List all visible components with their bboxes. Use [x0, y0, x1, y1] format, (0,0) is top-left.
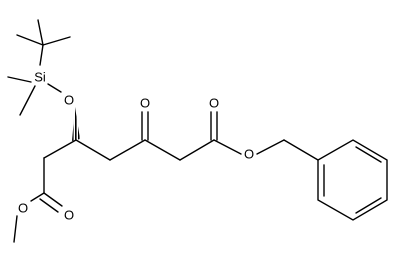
bond-o-methyl [13, 215, 18, 243]
bond-c1-carbonyl-o-b [39, 198, 59, 213]
atom-label-si: Si [34, 70, 46, 85]
bond-o-ch2 [256, 139, 285, 155]
bond-tbu-si [39, 44, 44, 66]
hashed-wedge-bond-o-c3 [72, 107, 80, 141]
bond-c1-omethyl-o [30, 192, 45, 202]
bond-tbu-methyl-3 [42, 36, 71, 46]
benzene-double-bond-2 [355, 197, 382, 214]
atom-label-ester-carbonyl-o-right: O [209, 96, 219, 111]
bond-c7-alkoxy-o [213, 139, 242, 155]
bond-c6-c7 [179, 139, 215, 161]
bond-c3-c2 [43, 139, 77, 159]
bond-si-methyl-1 [7, 76, 32, 83]
bond-si-methyl-2 [19, 85, 36, 116]
atom-label-ester-alkoxy-o-left: O [18, 201, 28, 216]
bond-c3-c4 [75, 139, 111, 161]
benzene-double-bond-3 [355, 146, 382, 163]
bond-si-o [47, 83, 62, 93]
atom-label-ether-o: O [64, 93, 74, 108]
bond-c5-c6 [144, 139, 181, 161]
atom-label-ester-carbonyl-o-left: O [64, 208, 74, 223]
bond-c4-c5 [109, 139, 146, 161]
benzene-ring [317, 139, 388, 221]
bond-ch2-ring [283, 139, 319, 161]
bond-tbu-methyl-1 [16, 34, 44, 46]
atom-label-ketone-o: O [140, 96, 150, 111]
bond-c1-carbonyl-o-a [43, 192, 63, 207]
bond-tbu-methyl-2 [37, 19, 44, 46]
atom-label-ester-alkoxy-o-right: O [244, 147, 254, 162]
